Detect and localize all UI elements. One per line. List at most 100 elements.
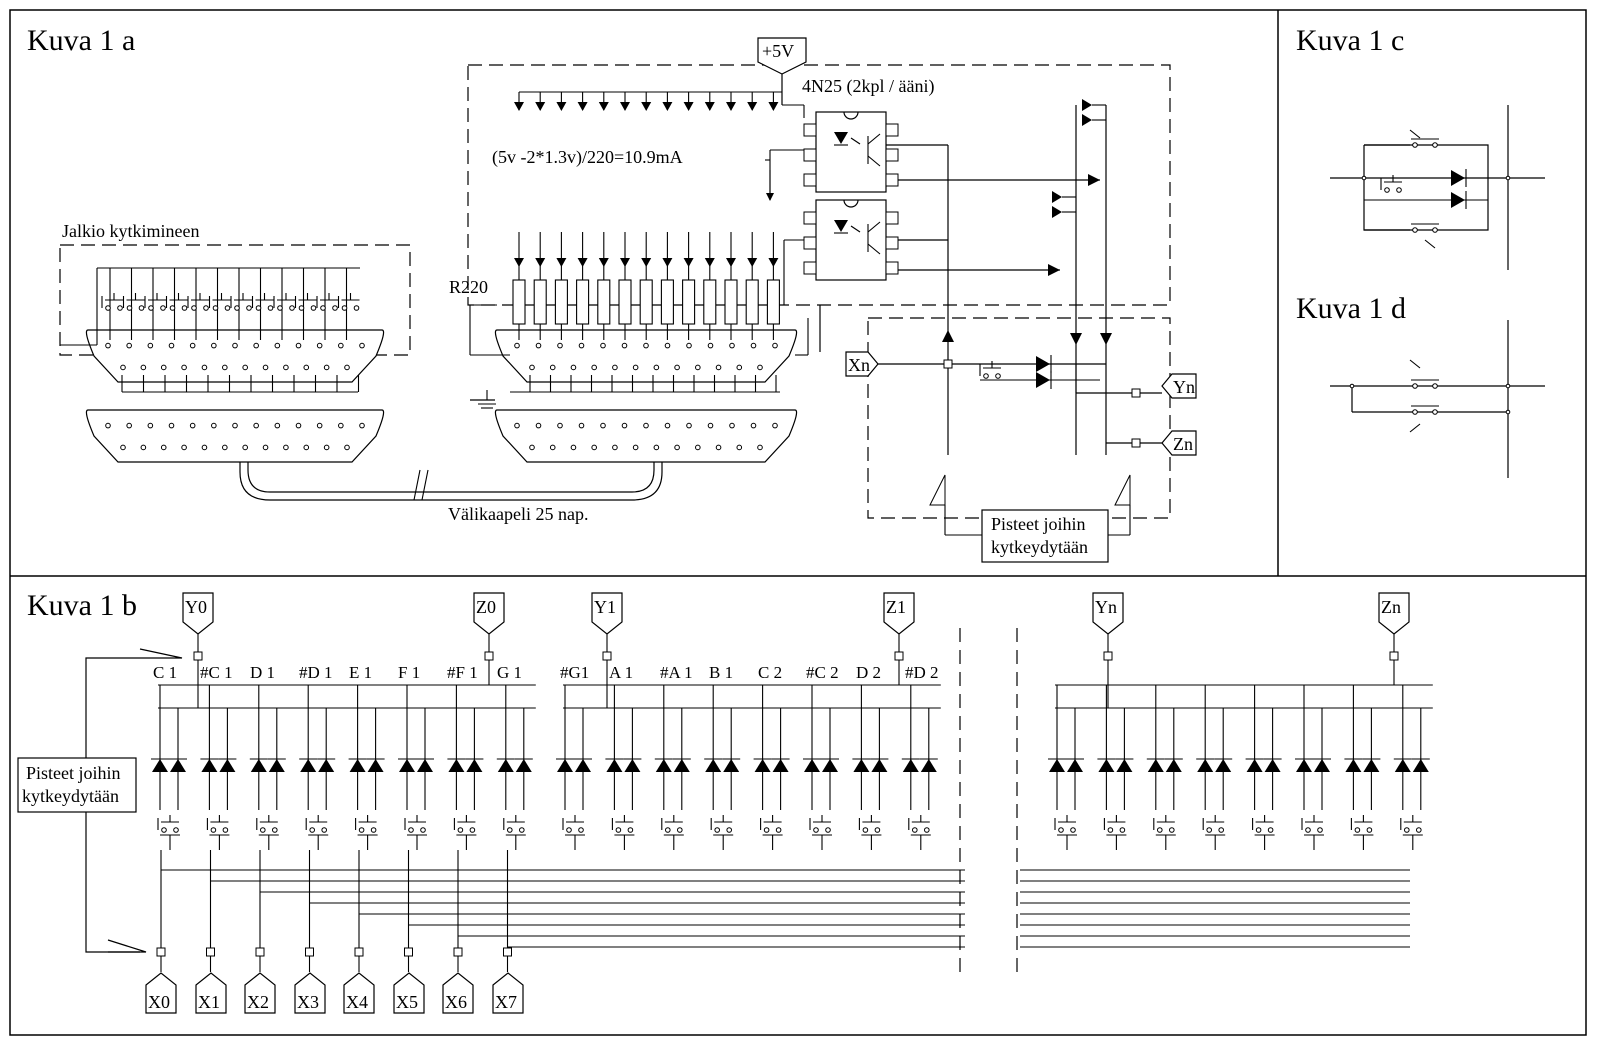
switch-contact [1432, 409, 1438, 415]
svg-text:X4: X4 [346, 992, 368, 1012]
switch-contact [714, 827, 721, 833]
switch-contact [813, 827, 819, 833]
junction [404, 947, 413, 957]
terminal-zn: Zn [1378, 592, 1410, 635]
diode [1412, 759, 1429, 772]
connector-pin [120, 364, 126, 371]
diode [466, 759, 483, 772]
switch-contact [117, 305, 123, 311]
diode [1116, 759, 1133, 772]
resistor [533, 279, 547, 325]
opto-pin [803, 211, 817, 225]
diode [1215, 759, 1232, 772]
opto-pin [885, 261, 899, 275]
switch-contact [310, 305, 317, 311]
led [834, 220, 848, 232]
switch-contact [210, 827, 217, 833]
switch-contact [212, 305, 219, 311]
resistor-label: R220 [449, 277, 488, 297]
connector-pin [578, 342, 585, 349]
switch-contact [203, 305, 209, 311]
panel-d-circuit [1330, 320, 1545, 478]
connector-pin [643, 342, 649, 349]
connector-pin [232, 422, 238, 429]
arrow [704, 102, 715, 111]
node [1505, 175, 1511, 181]
arrow [514, 102, 524, 111]
connector-pin [253, 422, 259, 429]
switch-contact [160, 305, 166, 311]
connector-pin [242, 364, 248, 371]
diode [367, 759, 384, 772]
diode [1451, 170, 1465, 186]
switch-contact [924, 827, 930, 833]
switch-contact [615, 827, 622, 833]
connector-pin [529, 444, 535, 451]
connector-pin [338, 422, 344, 429]
output-terminal-yn: Yn [1161, 373, 1197, 399]
switch-contact [1366, 827, 1373, 833]
switch-contact [148, 305, 154, 311]
arrow [704, 258, 715, 267]
connector-pin [181, 364, 187, 371]
terminal-x6: X6 [442, 972, 474, 1014]
switch-contact [457, 827, 464, 833]
supply-terminal: +5V [757, 37, 807, 75]
node [1505, 383, 1511, 389]
switch-contact [309, 827, 316, 833]
switch-contact [173, 827, 179, 833]
connector-pin [274, 342, 281, 349]
resistor [745, 279, 759, 325]
diode [1314, 759, 1330, 772]
junction [354, 947, 364, 957]
panel-a-title: Kuva 1 a [27, 24, 135, 57]
switch-contact [1416, 827, 1422, 833]
resistor [554, 279, 568, 325]
opto-pin [885, 211, 899, 225]
diode [318, 759, 335, 772]
svg-text:kytkeydytään: kytkeydytään [991, 537, 1088, 557]
arrow [641, 258, 652, 267]
connector-pin [323, 364, 330, 371]
connector-pin [632, 364, 639, 371]
note-label: D 1 [250, 663, 275, 682]
diode [772, 759, 789, 772]
connector-pin [323, 444, 330, 451]
diode [219, 759, 236, 772]
arrow [1088, 174, 1100, 186]
svg-text:Z0: Z0 [476, 597, 496, 617]
light-arrow [1409, 423, 1421, 433]
diode [920, 759, 937, 772]
panel-c-components [1361, 129, 1511, 249]
connector-pin [643, 422, 649, 429]
switch-contact [1267, 827, 1274, 833]
connector-pin [201, 444, 208, 451]
diode [300, 759, 317, 772]
panel-c: Kuva 1 c [1296, 24, 1545, 270]
svg-text:Pisteet joihin: Pisteet joihin [991, 514, 1086, 534]
switch-contact [321, 827, 328, 833]
switch-contact [912, 827, 918, 833]
junction [156, 947, 166, 957]
panel-a: Kuva 1 a Jalkio kytkimineen R220 4N25 (2… [27, 24, 1197, 563]
diode [1036, 356, 1050, 372]
note-labels: C 1 #C 1 D 1 #D 1 E 1 F 1 #F 1 G 1 #G1 A… [153, 663, 939, 682]
switch-contact [1218, 827, 1224, 833]
connector-pin [686, 342, 692, 349]
diode [705, 759, 722, 772]
connector-pin [600, 422, 606, 429]
diode [557, 759, 573, 772]
note-label: E 1 [349, 663, 372, 682]
connector-pin [664, 422, 671, 429]
switch-contact [260, 827, 266, 833]
switch-block-label: Jalkio kytkimineen [62, 221, 199, 241]
diode [723, 759, 740, 772]
arrow [598, 102, 609, 111]
junction [193, 651, 203, 661]
svg-text:Y0: Y0 [185, 597, 207, 617]
svg-text:Xn: Xn [848, 355, 870, 375]
diode [152, 759, 168, 772]
switch-contact [332, 305, 338, 311]
diode [1147, 759, 1164, 772]
terminal-x0: X0 [145, 972, 177, 1014]
